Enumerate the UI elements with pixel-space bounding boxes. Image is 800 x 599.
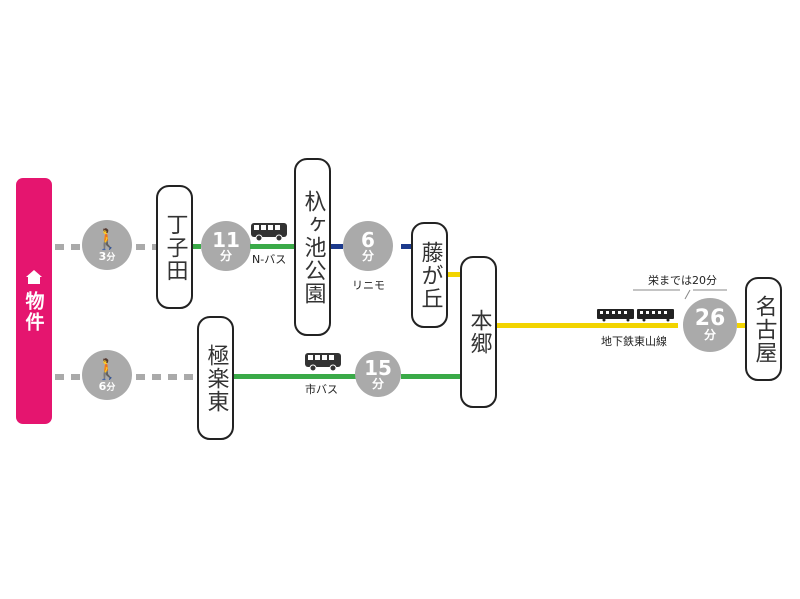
bus-icon bbox=[305, 353, 341, 372]
station-nagoya: 名古屋 bbox=[745, 277, 782, 381]
walk-time-badge: 🚶 3分 bbox=[82, 220, 132, 270]
walking-person-icon: 🚶 bbox=[94, 226, 120, 251]
property-bar: 物件 bbox=[16, 178, 52, 424]
nbus-label: N-バス bbox=[252, 253, 287, 266]
walk-minutes: 3 bbox=[98, 249, 107, 263]
subway-label: 地下鉄東山線 bbox=[601, 335, 667, 348]
walk-time-badge: 🚶 6分 bbox=[82, 350, 132, 400]
nbus-line bbox=[250, 244, 294, 249]
station-hagoikekoen: 杁ヶ池公園 bbox=[294, 158, 331, 336]
linimo-label: リニモ bbox=[352, 279, 385, 292]
house-icon bbox=[26, 270, 42, 284]
station-gokurakuhigashi: 極楽東 bbox=[197, 316, 234, 440]
sakae-note: 栄までは20分 bbox=[648, 274, 717, 287]
subway-line bbox=[737, 323, 745, 328]
walk-path bbox=[55, 244, 83, 250]
station-choshida: 丁子田 bbox=[156, 185, 193, 309]
train-icon bbox=[597, 309, 674, 322]
citybus-line bbox=[401, 374, 460, 379]
linimo-line bbox=[401, 244, 411, 249]
walk-path bbox=[136, 244, 156, 250]
walking-person-icon: 🚶 bbox=[94, 356, 120, 381]
subway-line bbox=[448, 272, 460, 277]
linimo-line bbox=[331, 244, 343, 249]
nbus-line bbox=[193, 244, 201, 249]
walk-path bbox=[136, 374, 198, 380]
walk-minutes: 6 bbox=[98, 379, 107, 393]
walk-path bbox=[55, 374, 83, 380]
bus-icon bbox=[251, 223, 287, 242]
note-callout bbox=[633, 289, 727, 300]
station-fujigaoka: 藤が丘 bbox=[411, 222, 448, 328]
citybus-label: 市バス bbox=[305, 383, 338, 396]
station-hongo: 本郷 bbox=[460, 256, 497, 408]
citybus-line bbox=[234, 374, 364, 379]
subway-line bbox=[497, 323, 678, 328]
property-label: 物件 bbox=[22, 291, 45, 333]
